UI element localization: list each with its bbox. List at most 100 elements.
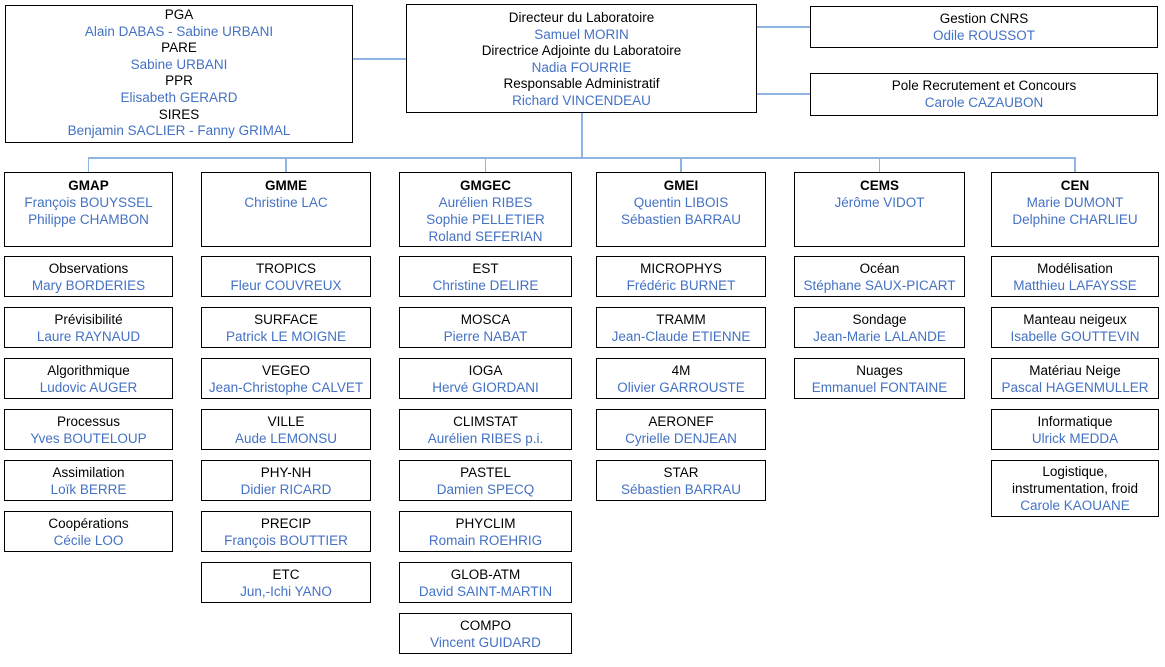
group-head-name: Jérôme VIDOT [834, 195, 925, 210]
direction-head: Samuel MORIN [534, 26, 629, 42]
unit-head-name: Cécile LOO [53, 532, 124, 548]
unit-title: VEGEO [261, 362, 310, 378]
unit-title: IOGA [468, 362, 503, 378]
service-head: Sabine URBANI [130, 56, 228, 72]
unit-head-name: Vincent GUIDARD [430, 634, 541, 650]
group-head-name: Delphine CHARLIEU [1012, 212, 1138, 227]
unit-title: MICROPHYS [640, 260, 722, 276]
unit-title: GLOB-ATM [450, 566, 521, 582]
unit-title: STAR [663, 464, 699, 480]
unit-title: Modélisation [1037, 260, 1113, 276]
group-column-gmap: GMAP François BOUYSSEL Philippe CHAMBON Obs… [4, 172, 173, 562]
service-role: SIRES [158, 106, 200, 122]
group-column-cen: CEN Marie DUMONT Delphine CHARLIEU Modélisa… [991, 172, 1159, 527]
connector-stub-cems [878, 157, 880, 173]
unit-title: Prévisibilité [54, 311, 123, 327]
unit-title: Sondage [852, 311, 907, 327]
unit-head-name: Ulrick MEDDA [1031, 430, 1119, 446]
group-head-name: Quentin LIBOIS [633, 195, 729, 210]
unit-title: ETC [272, 566, 300, 582]
connector-services-direction [353, 58, 406, 60]
unit-head-name: Matthieu LAFAYSSE [1013, 277, 1137, 293]
unit-title: PHYCLIM [455, 515, 516, 531]
unit-head-name: Stéphane SAUX-PICART [803, 277, 956, 293]
direction-head: Nadia FOURRIE [531, 59, 632, 75]
direction-role: Directrice Adjointe du Laboratoire [481, 43, 682, 59]
direction-role: Directeur du Laboratoire [508, 10, 655, 25]
group-title: GMEI [663, 178, 699, 193]
unit-head-name: Fleur COUVREUX [230, 277, 342, 293]
unit-head-name: Aude LEMONSU [234, 430, 338, 446]
unit-head-name: Christine DELIRE [432, 277, 539, 293]
group-head-name: Philippe CHAMBON [28, 212, 149, 227]
group-title: GMAP [68, 178, 109, 193]
group-header-cen: CEN Marie DUMONT Delphine CHARLIEU [991, 172, 1159, 247]
unit-head-name: Aurélien RIBES p.i. [427, 430, 544, 446]
recrutement-role: Pole Recrutement et Concours [891, 78, 1077, 93]
unit-head-name: Emmanuel FONTAINE [811, 379, 948, 395]
unit-head-name: Didier RICARD [240, 481, 332, 497]
unit-head-name: François BOUTTIER [224, 532, 348, 548]
unit-title: Observations [48, 260, 129, 276]
service-role: PGA [164, 7, 194, 22]
unit-head-name: Mary BORDERIES [31, 277, 146, 293]
unit-head-name: Jun,-Ichi YANO [240, 583, 332, 599]
connector-bus-line [88, 157, 1076, 159]
connector-stub-gmme [285, 157, 287, 173]
unit-head-name: Damien SPECQ [436, 481, 535, 497]
group-head-name: Marie DUMONT [1026, 195, 1124, 210]
unit-title: COMPO [459, 617, 511, 633]
unit-title: PRECIP [260, 515, 312, 531]
group-title: CEN [1060, 178, 1090, 193]
unit-head-name: Patrick LE MOIGNE [225, 328, 347, 344]
unit-title: PHY-NH [260, 464, 312, 480]
connector-stub-gmap [87, 157, 89, 173]
unit-head-name: Sébastien BARRAU [620, 481, 742, 497]
unit-title: Algorithmique [47, 362, 130, 378]
unit-head-name: Loïk BERRE [50, 481, 127, 497]
unit-title: SURFACE [254, 311, 318, 327]
group-head-name: Christine LAC [244, 195, 328, 210]
unit-title: Coopérations [48, 515, 129, 531]
group-head-name: Aurélien RIBES [438, 195, 533, 210]
group-head-name: François BOUYSSEL [24, 195, 153, 210]
gestion-cnrs-box: Gestion CNRS Odile ROUSSOT [810, 6, 1158, 48]
unit-title: Manteau neigeux [1023, 311, 1127, 327]
group-header-gmap: GMAP François BOUYSSEL Philippe CHAMBON [4, 172, 173, 247]
group-column-gmei: GMEI Quentin LIBOIS Sébastien BARRAU MICROP… [596, 172, 766, 511]
unit-head-name: Jean-Marie LALANDE [813, 328, 946, 344]
unit-head-name: Isabelle GOUTTEVIN [1010, 328, 1140, 344]
service-role: PARE [161, 40, 197, 56]
unit-head-name: Yves BOUTELOUP [30, 430, 147, 446]
direction-head: Richard VINCENDEAU [512, 92, 651, 108]
unit-title: Processus [56, 413, 121, 429]
